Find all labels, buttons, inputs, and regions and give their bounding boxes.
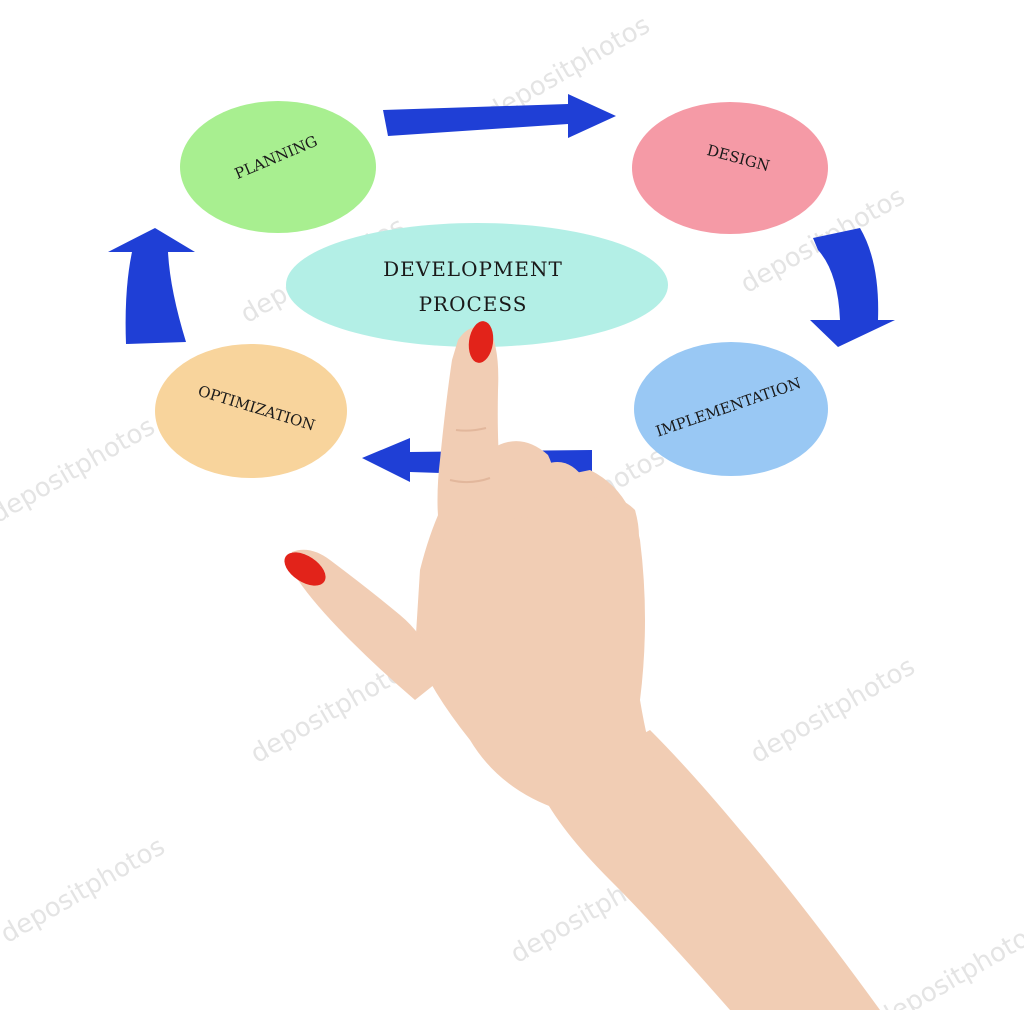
stage-optimization: OPTIMIZATION xyxy=(155,344,347,478)
center-node-title-line1: DEVELOPMENT xyxy=(383,257,563,281)
hand-crease-lines xyxy=(449,427,491,484)
stage-implementation: IMPLEMENTATION xyxy=(634,342,828,476)
stage-design: DESIGN xyxy=(632,102,828,234)
pointing-hand-photo xyxy=(284,321,880,1010)
watermark-text: depositphotos xyxy=(0,832,170,950)
arrow-planning-to-design xyxy=(383,94,616,138)
stage-optimization-ellipse xyxy=(155,344,347,478)
stage-design-ellipse xyxy=(632,102,828,234)
hand-thumb xyxy=(292,549,440,700)
index-fingernail xyxy=(468,321,494,363)
watermark-text: depositphotos xyxy=(746,652,921,770)
arrow-design-to-implementation xyxy=(810,228,895,347)
stage-planning: PLANNING xyxy=(180,101,376,233)
center-node: DEVELOPMENT PROCESS xyxy=(286,223,668,347)
watermark-text: depositphotos xyxy=(0,412,160,530)
hand-pinky-knuckle xyxy=(585,496,639,575)
stage-planning-ellipse xyxy=(180,101,376,233)
arrow-optimization-to-planning xyxy=(108,228,195,344)
watermark-text: depositphotos xyxy=(872,917,1024,1010)
center-node-ellipse xyxy=(286,223,668,347)
center-node-title-line2: PROCESS xyxy=(419,292,528,316)
thumb-fingernail xyxy=(284,552,326,586)
hand-index-finger xyxy=(437,326,503,540)
hand-ring-knuckle xyxy=(535,462,592,545)
stage-implementation-ellipse xyxy=(634,342,828,476)
